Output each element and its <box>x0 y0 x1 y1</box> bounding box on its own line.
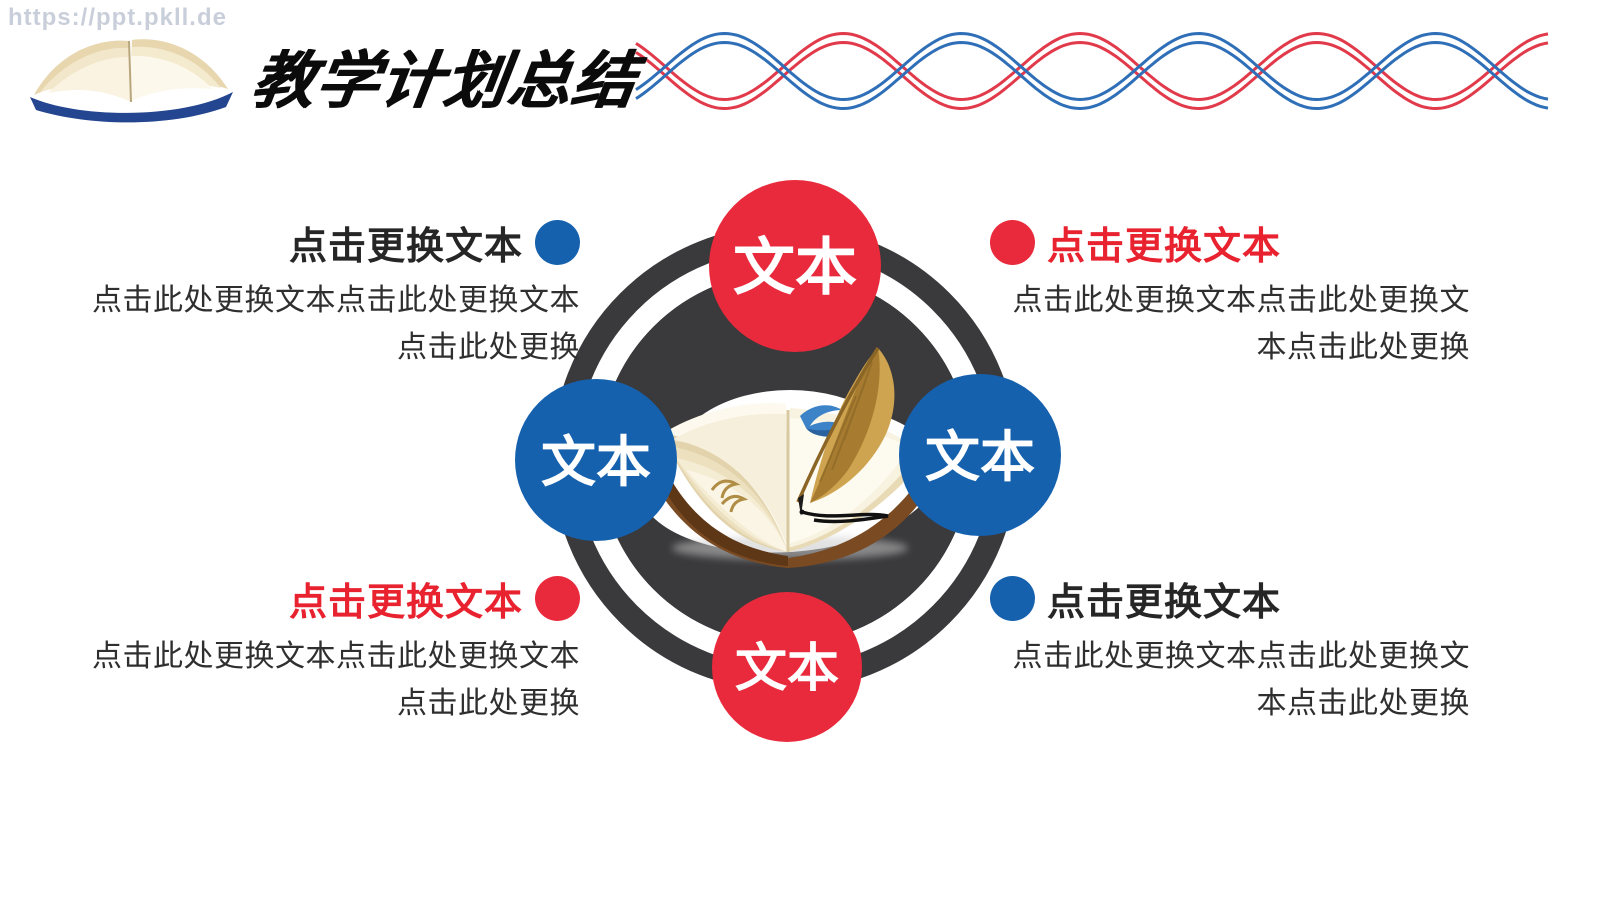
wave-line <box>635 40 1549 111</box>
callout-body[interactable]: 点击此处更换文本点击此处更换文本点击此处更换 <box>1012 284 1470 364</box>
hub-node-right-label[interactable]: 文本 <box>925 426 1035 488</box>
bullet-circle-icon <box>990 576 1035 621</box>
hub-node-top-label[interactable]: 文本 <box>733 234 857 303</box>
hub-node-bottom[interactable] <box>712 592 862 742</box>
callout-body[interactable]: 点击此处更换文本点击此处更换文本点击此处更换 <box>1012 640 1470 720</box>
book-and-quill-illustration <box>638 347 938 568</box>
hub-node-top[interactable] <box>709 180 881 352</box>
hub-node-left-label[interactable]: 文本 <box>541 431 651 493</box>
callout-heading[interactable]: 点击更换文本 <box>1047 226 1282 268</box>
wave-line <box>635 31 1549 102</box>
slide-title: 教学计划总结 <box>247 47 641 116</box>
bullet-circle-icon <box>990 220 1035 265</box>
callout-heading[interactable]: 点击更换文本 <box>1047 582 1282 624</box>
callout-heading[interactable]: 点击更换文本 <box>288 582 523 624</box>
hub-node-bottom-label[interactable]: 文本 <box>735 640 839 698</box>
bullet-circle-icon <box>535 576 580 621</box>
bullet-circle-icon <box>535 220 580 265</box>
hub-node-left[interactable] <box>515 379 677 541</box>
callout-top-left[interactable]: 点击更换文本 点击此处更换文本点击此处更换文本点击此处更换 <box>85 215 580 371</box>
wave-line <box>635 31 1549 102</box>
callout-bottom-left[interactable]: 点击更换文本 点击此处更换文本点击此处更换文本点击此处更换 <box>85 571 580 727</box>
callout-bottom-right[interactable]: 点击更换文本 点击此处更换文本点击此处更换文本点击此处更换 <box>990 571 1470 727</box>
callout-heading[interactable]: 点击更换文本 <box>288 226 523 268</box>
callout-top-right[interactable]: 点击更换文本 点击此处更换文本点击此处更换文本点击此处更换 <box>990 215 1470 371</box>
callout-body[interactable]: 点击此处更换文本点击此处更换文本点击此处更换 <box>92 640 580 720</box>
callout-body[interactable]: 点击此处更换文本点击此处更换文本点击此处更换 <box>92 284 580 364</box>
open-book-logo-icon <box>30 39 233 123</box>
watermark-url: https://ppt.pkll.de <box>8 4 227 31</box>
decorative-waves <box>635 31 1549 111</box>
hub-node-right[interactable] <box>899 374 1061 536</box>
hub-nodes: 文本 文本 文本 文本 <box>515 180 1061 742</box>
